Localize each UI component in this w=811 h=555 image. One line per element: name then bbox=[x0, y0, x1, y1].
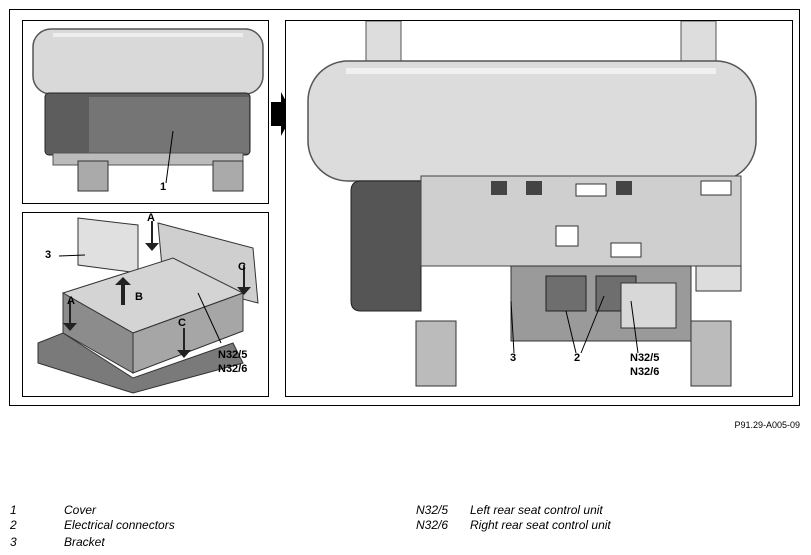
seat-cover-illustration bbox=[32, 28, 264, 192]
figure-reference: P91.29-A005-09 bbox=[734, 420, 800, 430]
callout-bracket: 3 bbox=[45, 249, 52, 261]
legend-key: 1 bbox=[10, 503, 17, 517]
transition-arrow-icon bbox=[271, 92, 293, 136]
callout-n32-6: N32/6 bbox=[218, 363, 248, 375]
callout-c-bottom: C bbox=[178, 317, 186, 329]
callout-bracket-detail: 3 bbox=[510, 352, 517, 364]
panel-cover-view: 1 bbox=[22, 20, 269, 204]
panel-detail-view: 3 2 N32/5 N32/6 bbox=[285, 20, 793, 397]
legend-text: Right rear seat control unit bbox=[470, 518, 611, 532]
callout-a-top: A bbox=[147, 212, 155, 224]
callout-n32-5-detail: N32/5 bbox=[630, 352, 660, 364]
legend-text: Left rear seat control unit bbox=[470, 503, 603, 517]
callout-n32-6-detail: N32/6 bbox=[630, 366, 660, 378]
callout-a-left: A bbox=[67, 295, 75, 307]
seat-detail-illustration bbox=[307, 21, 757, 387]
callout-cover: 1 bbox=[160, 181, 167, 193]
legend-text: Bracket bbox=[64, 535, 105, 549]
callout-n32-5: N32/5 bbox=[218, 349, 248, 361]
legend-key: 3 bbox=[10, 535, 17, 549]
legend-text: Cover bbox=[64, 503, 97, 517]
figure-frame bbox=[9, 9, 800, 406]
bracket-illustration bbox=[37, 217, 259, 394]
legend-key: N32/6 bbox=[416, 518, 449, 532]
callout-c-right: C bbox=[238, 261, 246, 273]
callout-b: B bbox=[135, 291, 143, 303]
legend-key: 2 bbox=[10, 518, 17, 532]
panel-bracket-view: 3 A B C A C N32/5 N32/6 bbox=[22, 212, 269, 397]
callout-connectors: 2 bbox=[574, 352, 581, 364]
legend-key: N32/5 bbox=[416, 503, 449, 517]
legend-text: Electrical connectors bbox=[64, 518, 175, 532]
